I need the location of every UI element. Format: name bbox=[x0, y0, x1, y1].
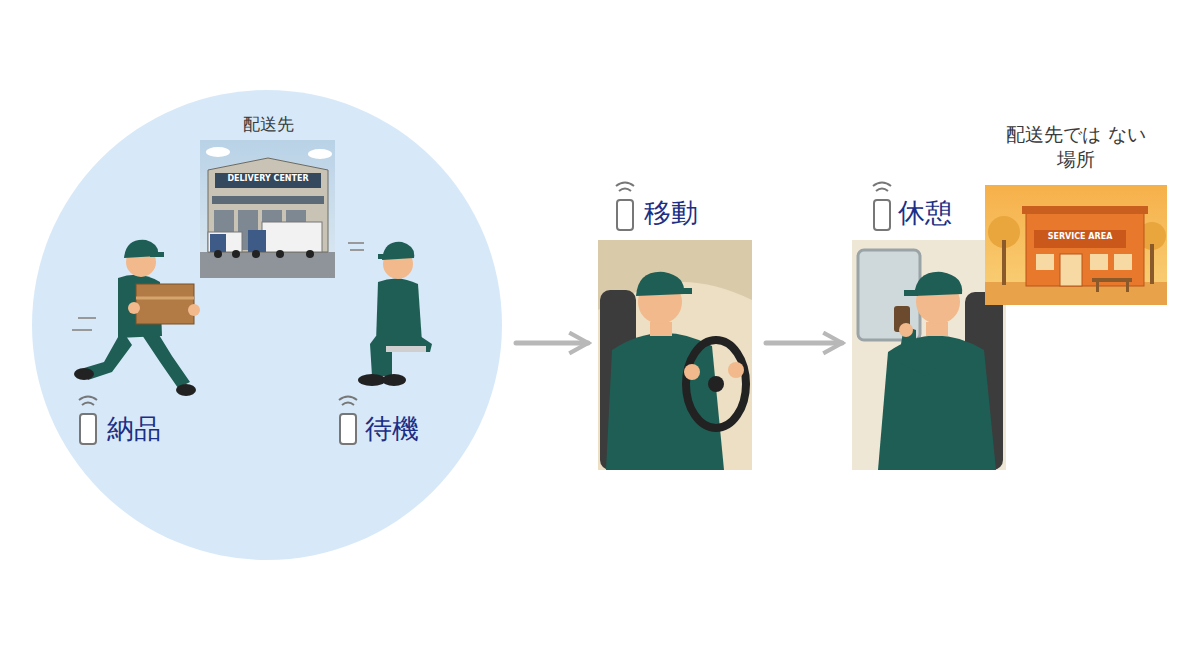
sign-text: DELIVERY CENTER bbox=[215, 174, 321, 184]
activity-label: 納品 bbox=[107, 413, 161, 445]
flow-arrow bbox=[766, 341, 842, 346]
destination-circle bbox=[32, 90, 502, 560]
activity-label: 休憩 bbox=[898, 197, 952, 229]
sign-text: SERVICE AREA bbox=[1034, 232, 1126, 242]
service-area-node: 配送先では ない場所 SERVICE AREA bbox=[985, 120, 1167, 306]
driving-picture bbox=[598, 240, 752, 470]
phone-icons bbox=[79, 183, 891, 445]
moving-node: 移動 bbox=[598, 180, 752, 472]
runner-figure bbox=[72, 240, 200, 396]
warehouse-picture bbox=[200, 140, 335, 278]
flow-arrow bbox=[516, 341, 588, 346]
resting-picture bbox=[852, 240, 1006, 470]
waiting-figure bbox=[348, 242, 432, 386]
resting-node: 休憩 bbox=[852, 180, 1006, 472]
destination-circle-node: 納品 待機 配送先 DELIVERY CENTER bbox=[32, 90, 502, 560]
activity-label: 移動 bbox=[644, 197, 698, 229]
place-label: 配送先では ない場所 bbox=[1005, 122, 1147, 171]
activity-label: 待機 bbox=[365, 413, 419, 445]
service-area-picture bbox=[985, 185, 1167, 305]
warehouse-node: 配送先 DELIVERY CENTER bbox=[200, 112, 342, 280]
place-label: 配送先 bbox=[200, 114, 336, 134]
